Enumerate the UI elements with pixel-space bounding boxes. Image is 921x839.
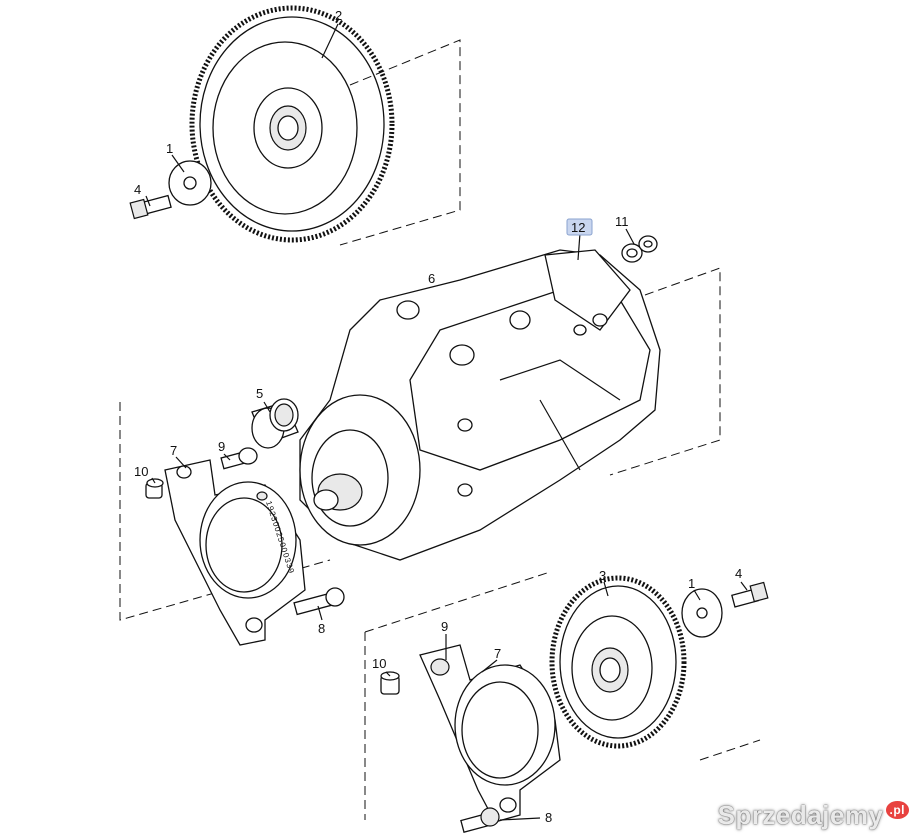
bolt-bottom-8 [460, 807, 500, 833]
callout-5: 5 [256, 386, 263, 401]
callout-9-bottom: 9 [441, 619, 448, 634]
callout-4-bottom: 4 [735, 566, 742, 581]
callout-8-left: 8 [318, 621, 325, 636]
callout-4-top: 4 [134, 182, 141, 197]
callout-12: 12 [571, 220, 585, 235]
callout-11: 11 [615, 214, 629, 229]
bottom-bracket [419, 644, 561, 823]
washer-bottom [681, 588, 723, 638]
bottom-gear [549, 575, 687, 749]
bolt-left-8 [293, 587, 345, 616]
pump-body [299, 249, 661, 561]
callout-10-bottom: 10 [372, 656, 386, 671]
left-bracket [164, 459, 306, 646]
top-gear [189, 5, 395, 243]
callout-9-left: 9 [218, 439, 225, 454]
callout-3: 3 [599, 568, 606, 583]
callout-10-left: 10 [134, 464, 148, 479]
callout-7-bottom: 7 [494, 646, 501, 661]
o-ring [621, 235, 658, 263]
washer-top [168, 160, 212, 206]
callout-2: 2 [335, 8, 342, 23]
callout-1-top: 1 [166, 141, 173, 156]
watermark-logo: Sprzedajemy.pl [718, 800, 909, 831]
bolt-bottom [731, 581, 769, 608]
sleeve [251, 398, 299, 449]
bolt-top [129, 194, 172, 220]
pin-left-10 [145, 478, 164, 499]
bolt-left-9 [220, 447, 258, 470]
callout-8-bottom: 8 [545, 810, 552, 825]
callout-6: 6 [428, 271, 435, 286]
callout-7-left: 7 [170, 443, 177, 458]
highlighted-callout-box [566, 218, 593, 236]
callout-1-bottom: 1 [688, 576, 695, 591]
